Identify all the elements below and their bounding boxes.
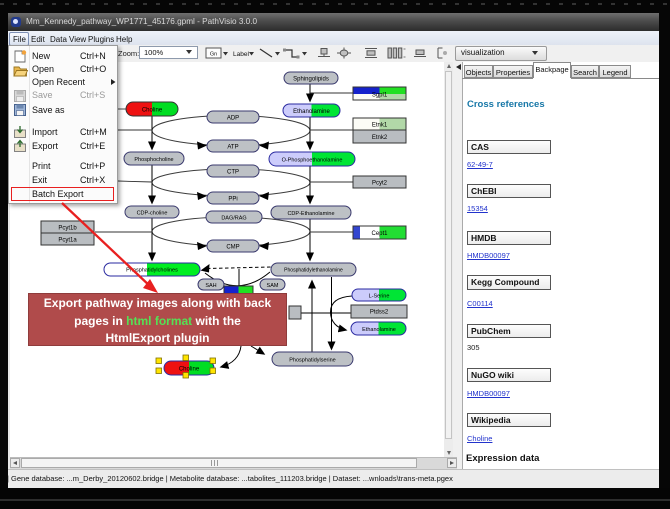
svg-text:Phosphatidylcholines: Phosphatidylcholines	[126, 268, 178, 274]
svg-text:O-Phosphoethanolamine: O-Phosphoethanolamine	[282, 158, 343, 164]
svg-text:CMP: CMP	[226, 245, 239, 251]
svg-text:Ethanolamine: Ethanolamine	[293, 109, 330, 115]
svg-text:Gn: Gn	[210, 52, 217, 58]
svg-text:Etnk2: Etnk2	[372, 135, 388, 141]
svg-text:Phosphatidylserine: Phosphatidylserine	[289, 358, 335, 364]
svg-text:Phosphatidylethanolamine: Phosphatidylethanolamine	[284, 268, 343, 274]
svg-text:Sphingolipids: Sphingolipids	[293, 77, 329, 83]
svg-text:L-Serine: L-Serine	[369, 294, 390, 300]
svg-text:ATP: ATP	[227, 145, 238, 151]
svg-text:CDP-choline: CDP-choline	[137, 211, 168, 217]
svg-text:SAH: SAH	[205, 283, 216, 289]
svg-text:Pcyt2: Pcyt2	[372, 181, 388, 187]
svg-text:Choline: Choline	[142, 108, 163, 114]
svg-text:Ethanolamine: Ethanolamine	[362, 327, 396, 333]
svg-text:CDP-Ethanolamine: CDP-Ethanolamine	[287, 211, 334, 217]
svg-text:ADP: ADP	[227, 116, 239, 122]
svg-text:Phosphocholine: Phosphocholine	[134, 157, 173, 163]
svg-text:Sgpl1: Sgpl1	[372, 93, 388, 99]
svg-text:DAG/RAG: DAG/RAG	[221, 216, 246, 222]
svg-text:Ptdss2: Ptdss2	[370, 310, 389, 316]
svg-text:Label: Label	[233, 51, 249, 58]
svg-text:SAM: SAM	[267, 283, 279, 289]
svg-text:CTP: CTP	[227, 170, 239, 176]
svg-text:Etnk1: Etnk1	[372, 123, 388, 129]
svg-text:Cept1: Cept1	[371, 231, 388, 237]
svg-text:Pcyt1b: Pcyt1b	[58, 226, 77, 232]
svg-text:Pcyt1a: Pcyt1a	[58, 238, 77, 244]
svg-text:Choline: Choline	[179, 367, 200, 373]
svg-text:PPi: PPi	[228, 197, 237, 203]
